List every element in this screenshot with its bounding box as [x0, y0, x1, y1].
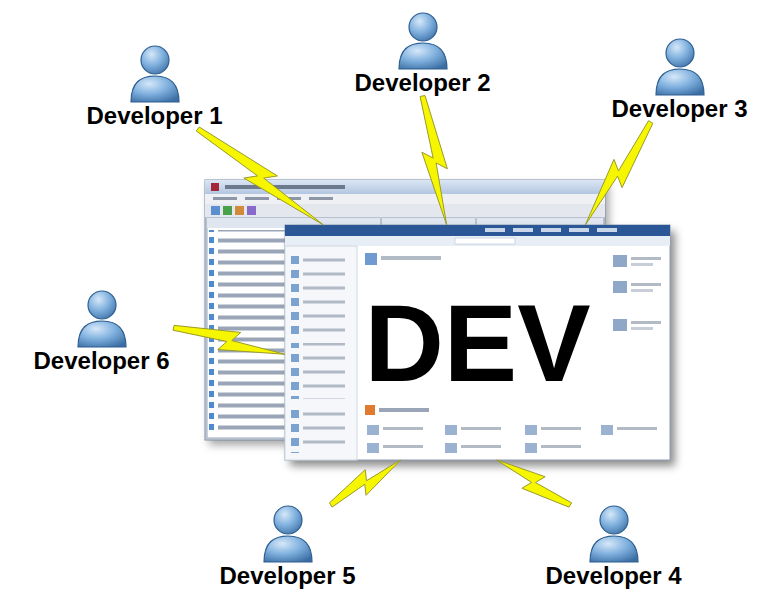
person-icon	[258, 505, 318, 563]
person-icon	[650, 38, 710, 96]
environment-window: DEV	[285, 225, 670, 460]
lightning-connector	[329, 460, 400, 507]
person-head	[141, 46, 169, 74]
person-body	[131, 76, 179, 102]
bi-home-window	[285, 225, 675, 466]
developer-node: Developer 6	[30, 290, 174, 374]
person-head	[88, 291, 116, 319]
person-body	[656, 69, 704, 95]
developer-label: Developer 4	[546, 563, 682, 589]
developer-label: Developer 2	[355, 70, 491, 96]
person-body	[264, 536, 312, 562]
developer-label: Developer 1	[87, 103, 223, 129]
person-body	[78, 321, 126, 347]
lightning-connector	[420, 96, 447, 225]
environment-label: DEV	[364, 288, 590, 398]
developer-node: Developer 5	[216, 505, 360, 589]
person-body	[590, 536, 638, 562]
person-head	[666, 39, 694, 67]
developer-node: Developer 2	[351, 12, 495, 96]
person-icon	[584, 505, 644, 563]
person-body	[399, 43, 447, 69]
person-head	[409, 13, 437, 41]
person-icon	[72, 290, 132, 348]
person-head	[600, 506, 628, 534]
person-head	[274, 506, 302, 534]
developer-node: Developer 1	[83, 45, 227, 129]
lightning-connector	[497, 460, 572, 507]
person-icon	[393, 12, 453, 70]
lightning-connector	[173, 325, 285, 354]
developer-label: Developer 5	[220, 563, 356, 589]
person-icon	[125, 45, 185, 103]
lightning-connector	[585, 121, 653, 225]
developer-node: Developer 4	[542, 505, 686, 589]
developer-label: Developer 3	[612, 96, 748, 122]
lightning-connector	[196, 127, 323, 225]
developer-node: Developer 3	[608, 38, 752, 122]
developer-label: Developer 6	[34, 348, 170, 374]
